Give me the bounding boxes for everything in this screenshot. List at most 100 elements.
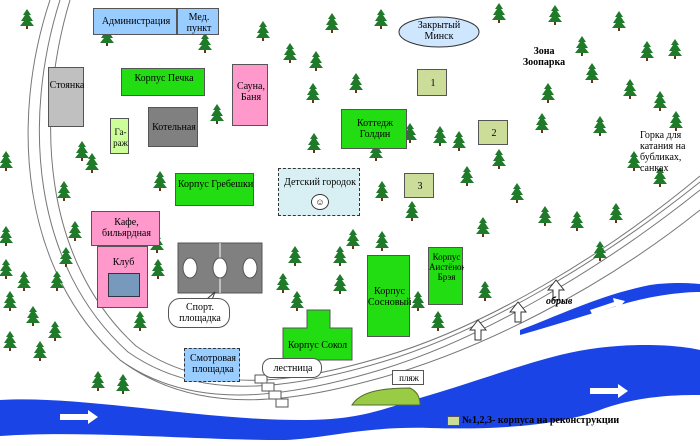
tree-trunk [5,168,7,171]
tree-trunk [26,26,28,29]
tree-trunk [484,298,486,301]
korpus-sokol-label: Корпус Сокол [287,340,348,351]
legend-swatch [447,416,460,426]
tree-trunk [381,198,383,201]
sport-field [177,242,263,294]
cafe-label: Кафе, бильярдная [102,217,151,239]
current-arrow-icon [60,410,98,424]
tree-trunk [516,200,518,203]
tree-trunk [547,100,549,103]
tree-trunk [599,133,601,136]
club-label: Клуб [112,257,135,268]
tree-trunk [313,150,315,153]
tree-trunk [381,248,383,251]
view-platform: Смотровая площадка [184,348,240,382]
pine-tree-icon [59,247,73,264]
pine-tree-icon [333,274,347,291]
pine-tree-icon [283,43,297,60]
kids-town-area: Детский городок ☺ [278,168,360,216]
pine-tree-icon [85,153,99,170]
tree-trunk [296,308,298,311]
pine-tree-icon [309,51,323,68]
korpus-aistyonok-label: Корпус Аистёнок Брэя [429,252,464,282]
pine-tree-icon [405,201,419,218]
tree-trunk [32,323,34,326]
tree-trunk [262,38,264,41]
pine-tree-icon [116,374,130,391]
building-1-label: 1 [430,78,436,89]
river [0,283,700,440]
garage-label: Га-раж [113,127,128,148]
tree-trunk [204,50,206,53]
tree-trunk [9,348,11,351]
cottage-building: Коттедж Голдин [341,109,407,149]
tree-trunk [633,168,635,171]
korpus-sokol-shape [282,309,353,361]
tree-trunk [629,96,631,99]
slope-arrow-icon [546,279,566,301]
cliff-arrows [468,279,566,341]
korpus-aistyonok-building: Корпус Аистёнок Брэя [428,247,464,305]
tree-trunk [54,338,56,341]
lake-shape [398,16,480,48]
pine-tree-icon [75,141,89,158]
tree-trunk [91,170,93,173]
pine-tree-icon [276,273,290,290]
pine-tree-icon [575,36,589,53]
boiler-building: Котельная [148,107,198,147]
tree-trunk [352,246,354,249]
building-2-label: 2 [491,128,497,139]
club-building: Клуб [97,246,148,308]
pine-tree-icon [640,41,654,58]
tree-trunk [81,158,83,161]
tree-trunk [417,308,419,311]
tree-trunk [576,228,578,231]
building-3-label: 3 [417,181,423,192]
pine-tree-icon [375,231,389,248]
pine-tree-icon [374,9,388,26]
tree-trunk [156,250,158,253]
tree-trunk [294,263,296,266]
legend-text: №1,2,3- корпуса на реконструкции [462,415,620,426]
tree-trunk [139,328,141,331]
pine-tree-icon [492,149,506,166]
stairs-label: лестница [273,363,313,374]
tree-trunk [498,166,500,169]
pine-tree-icon [510,183,524,200]
pine-tree-icon [0,226,13,243]
pine-tree-icon [26,306,40,323]
administration-building: Администрация [93,8,177,35]
tree-trunk [646,58,648,61]
pine-tree-icon [452,131,466,148]
tree-trunk [56,288,58,291]
stairs-callout: лестница [262,358,322,378]
tree-trunk [380,26,382,29]
tree-trunk [63,198,65,201]
tree-trunk [339,291,341,294]
pine-tree-icon [585,63,599,80]
tree-trunk [5,276,7,279]
pine-tree-icon [627,151,641,168]
pine-tree-icon [151,259,165,276]
tree-trunk [675,128,677,131]
club-icon [108,273,140,297]
current-arrow-icon [590,384,628,398]
pine-tree-icon [333,246,347,263]
kids-town-label: Детский городок [284,177,356,188]
pine-tree-icon [48,321,62,338]
beach-label: пляж [399,373,419,383]
pine-tree-icon [290,291,304,308]
tree-trunk [315,68,317,71]
pine-tree-icon [0,259,13,276]
tree-trunk [618,28,620,31]
pine-tree-icon [653,167,667,184]
pine-tree-icon [535,113,549,130]
parking-building: Стоянка [48,67,84,127]
tree-trunk [289,60,291,63]
tree-trunk [375,158,377,161]
road [27,0,700,401]
slope-arrow-icon [508,301,528,323]
pine-tree-icon [593,241,607,258]
pine-tree-icon [433,126,447,143]
